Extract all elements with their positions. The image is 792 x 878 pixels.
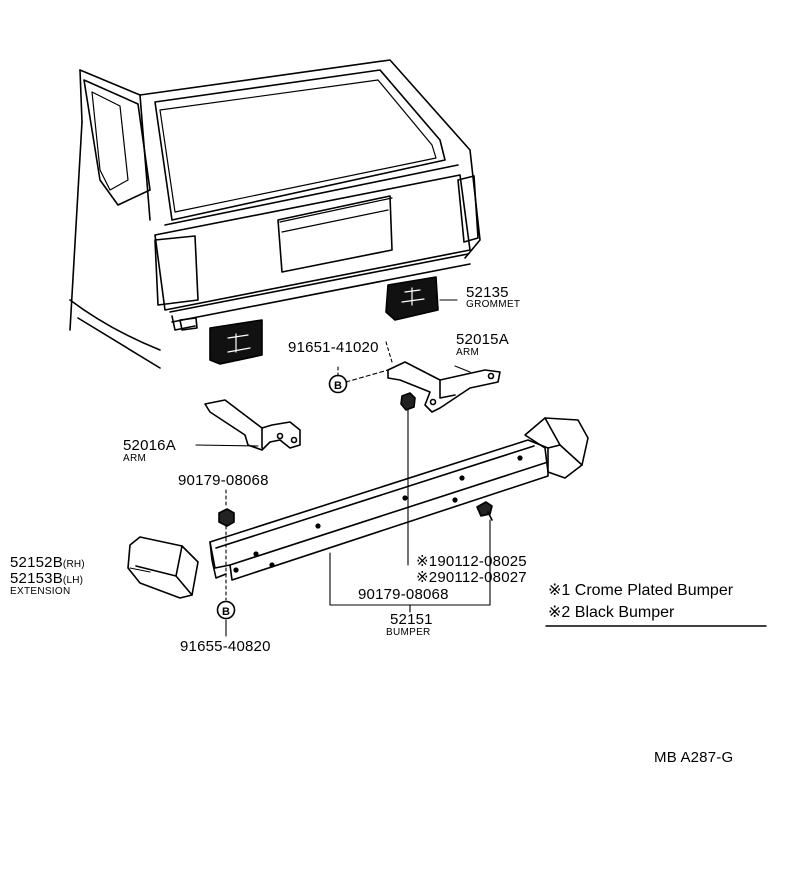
legend-item-chrome: ※1 Crome Plated Bumper	[548, 582, 734, 599]
callout-circle-upper	[328, 374, 348, 394]
bumper-bolt	[476, 501, 493, 521]
arm-rh-part-number: 52015A	[456, 331, 509, 348]
extension-rh-part-number: 52152B(RH)	[10, 554, 85, 571]
nut-bumper	[400, 392, 416, 411]
nut-arm-part-number: 90179-08068	[178, 472, 269, 489]
leader-lines	[129, 299, 767, 637]
bolt-upper-part-number: 91651-41020	[288, 339, 379, 356]
bolt-lower-part-number: 91655-40820	[180, 638, 271, 655]
callout-b-lower: B	[222, 606, 230, 618]
bumper-part-name: BUMPER	[386, 627, 431, 638]
callout-circle-lower	[216, 600, 236, 620]
bolt-black-part-number: ※290112-08027	[416, 569, 527, 586]
diagram-code: MB A287-G	[654, 749, 734, 766]
vehicle-rear-body	[69, 59, 481, 369]
arm-lh	[204, 399, 301, 451]
bumper-part-number: 52151	[390, 611, 433, 628]
legend-item-black: ※2 Black Bumper	[548, 604, 675, 621]
grommet-pad-left	[209, 319, 263, 365]
arm-rh-part-name: ARM	[456, 347, 480, 358]
nut-arm	[218, 508, 235, 527]
grommet-part-name: GROMMET	[466, 299, 521, 310]
grommet-part-number: 52135	[466, 284, 509, 301]
extension-left	[127, 536, 199, 599]
bumper-reinforcement	[209, 439, 549, 581]
extension-right	[524, 417, 589, 479]
bolt-chrome-part-number: ※190112-08025	[416, 553, 527, 570]
arm-rh	[387, 361, 501, 413]
nut-bumper-part-number: 90179-08068	[358, 586, 449, 603]
arm-lh-part-number: 52016A	[123, 437, 176, 454]
extension-lh-part-number: 52153B(LH)	[10, 570, 84, 587]
grommet-pad-right	[385, 276, 439, 321]
arm-lh-part-name: ARM	[123, 453, 147, 464]
callout-b-upper: B	[334, 380, 342, 392]
extension-part-name: EXTENSION	[10, 586, 71, 597]
